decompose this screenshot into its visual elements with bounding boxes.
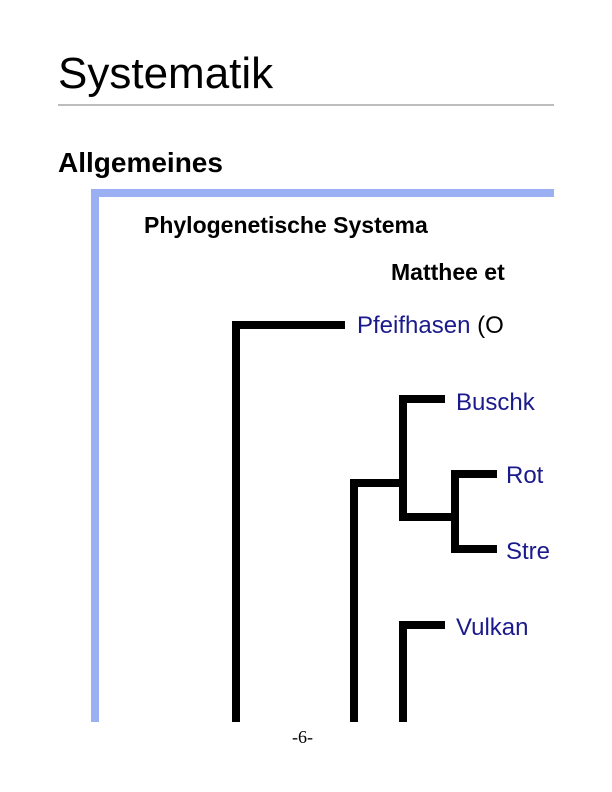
page-number: -6- xyxy=(292,727,313,747)
page-title: Systematik xyxy=(58,49,274,98)
section-heading: Allgemeines xyxy=(58,147,223,178)
figure-frame-top-border xyxy=(91,189,554,197)
figure-title: Phylogenetische Systema xyxy=(144,212,428,238)
leaf-label-vulkan: Vulkan xyxy=(456,614,529,642)
leaf-name: Rot xyxy=(506,462,544,489)
leaf-label-buschk: Buschk xyxy=(456,389,535,417)
leaf-name: Stre xyxy=(506,538,551,565)
phylogenetic-tree xyxy=(232,321,497,722)
leaf-name: Pfeifhasen xyxy=(357,312,471,339)
leaf-suffix: (O xyxy=(477,312,504,339)
leaf-label-pfeifhasen: Pfeifhasen (O xyxy=(357,312,504,340)
leaf-label-rot: Rot xyxy=(506,462,543,490)
leaf-label-stre: Stre xyxy=(506,538,550,566)
leaf-name: Buschk xyxy=(456,389,535,416)
figure-area: Phylogenetische Systema Matthee et Pfeif… xyxy=(99,197,554,722)
figure-subtitle: Matthee et xyxy=(391,259,505,285)
title-divider xyxy=(58,104,554,106)
figure-frame-left-border xyxy=(91,189,99,722)
leaf-name: Vulkan xyxy=(456,614,529,641)
